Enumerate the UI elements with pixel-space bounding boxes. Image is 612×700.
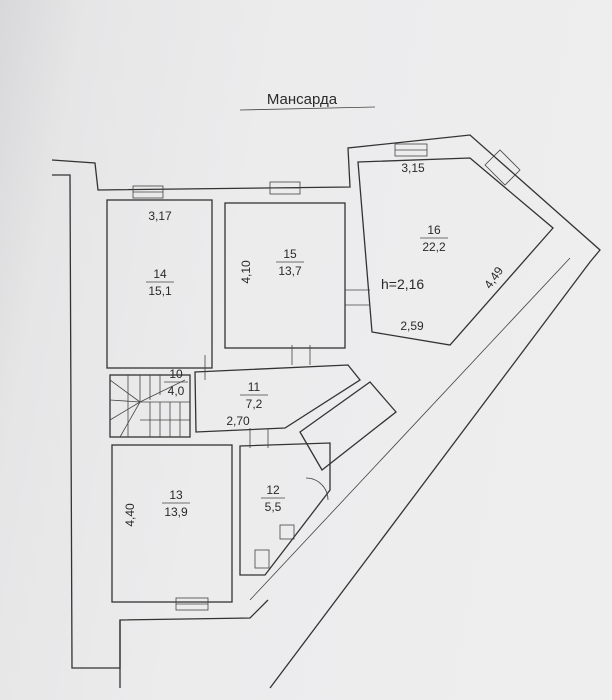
room-16-number: 16	[427, 223, 441, 237]
window-icons	[132, 143, 521, 611]
room-15	[224, 202, 346, 349]
staircase-lines	[109, 375, 190, 438]
inner-diagonal-wall	[249, 257, 571, 601]
ceiling-height: h=2,16	[381, 276, 424, 292]
room-15-number: 15	[283, 247, 297, 261]
room-16-area: 22,2	[422, 240, 446, 254]
room-13-area: 13,9	[164, 505, 188, 519]
plan-title: Мансарда	[267, 91, 338, 108]
room-11-width: 2,70	[226, 414, 250, 428]
room-12	[239, 442, 331, 576]
sink-icon	[279, 524, 295, 540]
room-15-area: 13,7	[278, 264, 302, 278]
room-13-length: 4,40	[123, 503, 137, 527]
storage-area	[299, 381, 397, 471]
room-10-area: 4,0	[168, 384, 185, 398]
room-12-number: 12	[266, 483, 280, 497]
room-13	[111, 444, 233, 603]
room-12-area: 5,5	[265, 500, 282, 514]
room-10-number: 10	[169, 367, 183, 381]
room-16-top: 3,15	[401, 161, 425, 175]
room-11	[194, 364, 361, 433]
shower-icon	[305, 477, 329, 501]
room-11-area: 7,2	[246, 397, 263, 411]
room-14	[106, 199, 213, 369]
room-16-side: 4,49	[481, 264, 506, 291]
outer-wall	[51, 134, 601, 689]
room-14-area: 15,1	[148, 284, 172, 298]
room-14-number: 14	[153, 267, 167, 281]
room-13-number: 13	[169, 488, 183, 502]
room-14-width: 3,17	[148, 209, 172, 223]
room-15-length: 4,10	[239, 260, 253, 284]
room-11-number: 11	[248, 380, 261, 394]
room-16	[357, 157, 554, 346]
door-marks	[204, 289, 370, 448]
toilet-icon	[254, 549, 270, 569]
title-underline	[239, 106, 376, 111]
room-16-bottom: 2,59	[400, 319, 424, 333]
